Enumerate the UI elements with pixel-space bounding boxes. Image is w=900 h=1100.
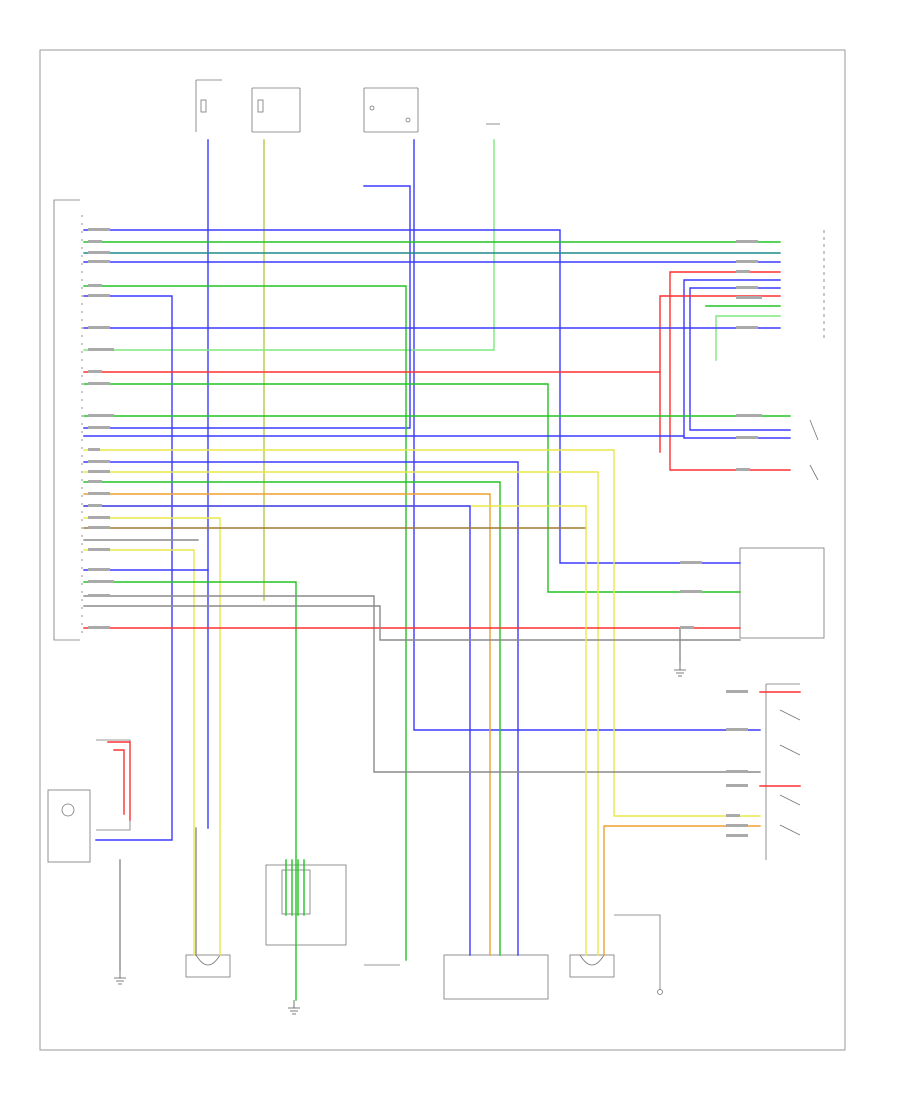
hot-at-all-times-fuse-box bbox=[251, 87, 301, 133]
lockup-solenoid bbox=[569, 954, 615, 978]
transmission-fluid-temp-sensor bbox=[614, 914, 663, 995]
wire-harness bbox=[83, 139, 801, 1001]
shift-solenoid-a bbox=[265, 864, 347, 946]
vehicle-speed-sensor bbox=[185, 954, 231, 978]
shift-lock-solenoid bbox=[96, 739, 131, 831]
transmission-range-switch bbox=[765, 683, 801, 860]
hot-in-run-fuse-box bbox=[195, 79, 222, 132]
shift-solenoid-b bbox=[443, 954, 549, 1000]
diagram-frame bbox=[39, 49, 846, 1051]
ignition-switch bbox=[363, 87, 419, 133]
throttle-position-sensor bbox=[809, 419, 819, 481]
data-link-connector bbox=[739, 547, 825, 639]
ground-symbol bbox=[114, 662, 686, 1015]
combination-meter bbox=[47, 789, 91, 863]
wire-color-labels bbox=[88, 228, 762, 837]
transmission-control-module bbox=[53, 199, 83, 641]
